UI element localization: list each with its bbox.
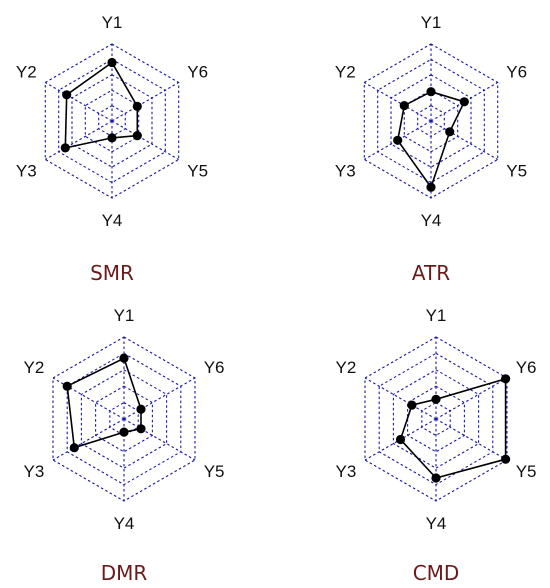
data-point-y3: [393, 135, 403, 145]
axis-label-y2: Y2: [336, 358, 357, 377]
chart-title: ATR: [412, 261, 450, 285]
grid-ring-3: [80, 369, 168, 469]
chart-title: SMR: [90, 261, 134, 285]
grid-spoke-y5: [430, 120, 498, 160]
axis-label-y1: Y1: [426, 306, 447, 325]
grid-spoke-y5: [435, 418, 508, 461]
axis-label-y3: Y3: [16, 162, 37, 181]
data-point-y5: [136, 424, 146, 434]
data-point-y6: [459, 97, 469, 107]
data-point-y4: [119, 427, 129, 437]
data-point-y4: [426, 182, 436, 192]
data-point-y1: [431, 394, 441, 404]
data-point-y5: [445, 127, 455, 137]
data-point-y2: [399, 101, 409, 111]
axis-label-y3: Y3: [335, 162, 356, 181]
axis-label-y6: Y6: [506, 63, 527, 82]
grid-spoke-y2: [52, 377, 125, 420]
axis-label-y5: Y5: [506, 162, 527, 181]
series-line: [64, 61, 139, 149]
data-point-y2: [62, 90, 72, 100]
grid-ring-3: [392, 369, 480, 469]
axis-label-y5: Y5: [516, 462, 537, 481]
data-point-y5: [501, 454, 511, 464]
axis-label-y6: Y6: [204, 358, 225, 377]
chart-title: DMR: [101, 561, 148, 585]
axis-label-y1: Y1: [114, 306, 135, 325]
axis-label-y6: Y6: [516, 358, 537, 377]
axis-label-y4: Y4: [102, 211, 123, 230]
grid-spoke-y5: [123, 418, 196, 461]
axis-label-y2: Y2: [24, 358, 45, 377]
data-point-y3: [395, 434, 406, 445]
axis-label-y1: Y1: [102, 13, 123, 32]
axis-label-y1: Y1: [421, 13, 442, 32]
grid-spoke-y3: [52, 418, 125, 461]
grid-spoke-y6: [123, 377, 196, 420]
axis-label-y3: Y3: [336, 462, 357, 481]
data-point-y3: [69, 443, 79, 453]
data-point-y2: [407, 400, 417, 410]
grid-spoke-y2: [364, 82, 432, 122]
axis-label-y2: Y2: [335, 63, 356, 82]
series-line: [66, 357, 142, 449]
data-point-y6: [501, 374, 511, 384]
data-point-y5: [132, 131, 142, 141]
grid-spoke-y2: [364, 377, 437, 420]
axis-label-y6: Y6: [187, 63, 208, 82]
data-point-y1: [426, 87, 436, 97]
axis-label-y4: Y4: [114, 514, 135, 533]
data-point-y1: [107, 57, 117, 68]
grid-spoke-y2: [45, 82, 113, 122]
axis-label-y2: Y2: [16, 63, 37, 82]
grid-spoke-y5: [111, 120, 179, 160]
grid-spoke-y6: [111, 82, 179, 122]
axis-label-y5: Y5: [187, 162, 208, 181]
axis-label-y4: Y4: [426, 514, 447, 533]
data-point-y4: [107, 133, 117, 143]
axis-label-y4: Y4: [421, 211, 442, 230]
axis-label-y5: Y5: [204, 462, 225, 481]
axis-label-y3: Y3: [24, 462, 45, 481]
grid-spoke-y6: [435, 377, 508, 420]
data-point-y2: [62, 381, 72, 391]
data-point-y6: [132, 101, 142, 111]
data-point-y6: [136, 404, 146, 414]
series-line: [399, 377, 507, 479]
data-point-y1: [119, 353, 129, 363]
chart-title: CMD: [413, 561, 460, 585]
data-point-y4: [431, 473, 441, 483]
data-point-y3: [60, 143, 70, 153]
